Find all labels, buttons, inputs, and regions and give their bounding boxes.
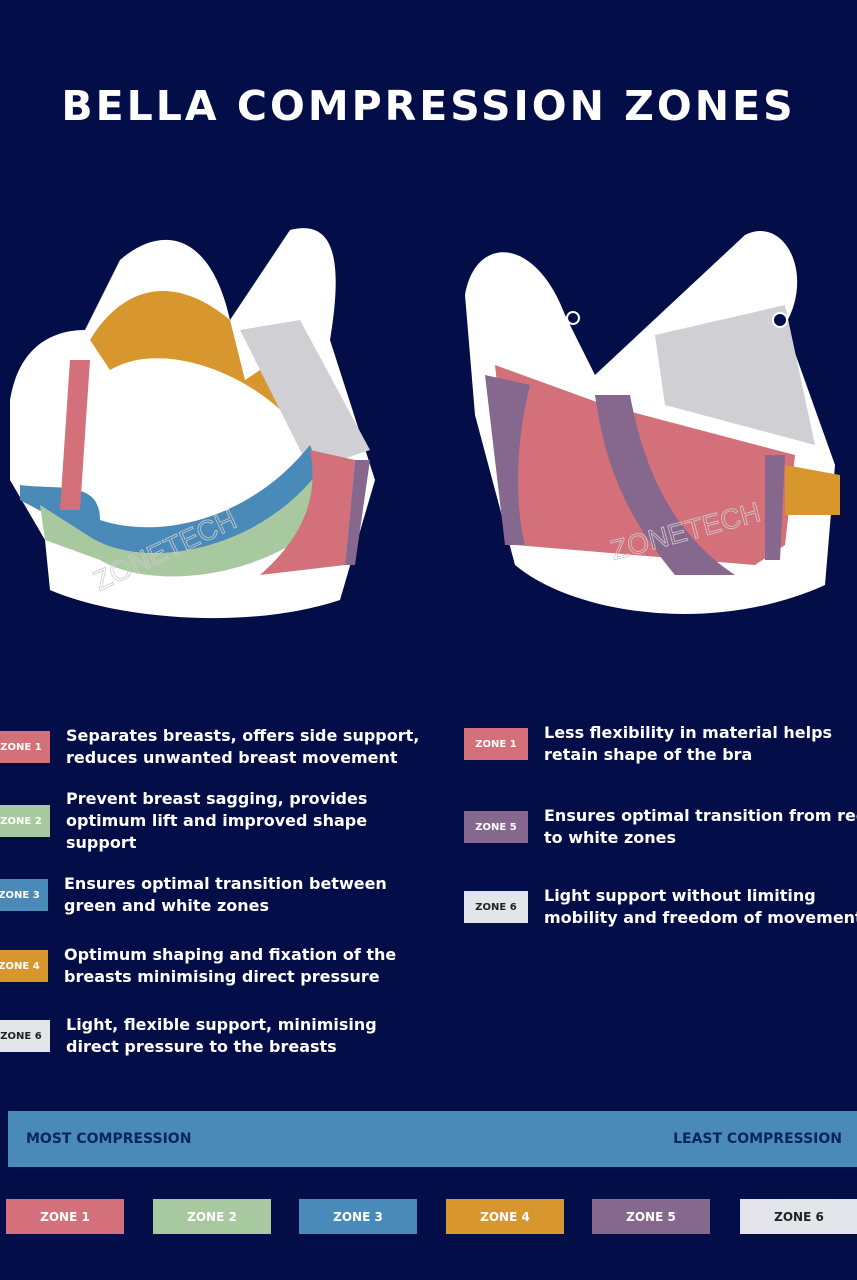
least-compression-label: LEAST COMPRESSION (673, 1131, 842, 1147)
compression-scale-bar: MOST COMPRESSION LEAST COMPRESSION (8, 1111, 857, 1167)
zone-description: Ensures optimal transition between green… (64, 874, 387, 915)
zone-badge: ZONE 1 (0, 731, 50, 763)
zone-chip-5: ZONE 5 (592, 1199, 710, 1234)
zone-description: Optimum shaping and fixation of the brea… (64, 945, 397, 986)
back-legend-item: ZONE 5 Ensures optimal transition from re… (464, 805, 857, 849)
zone-badge: ZONE 5 (464, 811, 528, 843)
front-legend-item: ZONE 2 Prevent breast sagging, provides o… (0, 788, 367, 854)
back-legend-item: ZONE 1 Less flexibility in material helps… (464, 722, 832, 766)
zone-description: Separates breasts, offers side support, … (66, 726, 420, 767)
back-legend-item: ZONE 6 Light support without limiting mob… (464, 885, 857, 929)
zone-description: Light, flexible support, minimising dire… (66, 1015, 377, 1056)
most-compression-label: MOST COMPRESSION (26, 1131, 192, 1147)
zone-chip-3: ZONE 3 (299, 1199, 417, 1234)
zone-chip-6: ZONE 6 (740, 1199, 857, 1234)
zone-description: Less flexibility in material helps retai… (544, 723, 833, 764)
front-legend-item: ZONE 4 Optimum shaping and fixation of th… (0, 944, 396, 988)
front-legend-item: ZONE 1 Separates breasts, offers side sup… (0, 725, 419, 769)
zone-badge: ZONE 4 (0, 950, 48, 982)
front-legend-item: ZONE 3 Ensures optimal transition between… (0, 873, 387, 917)
zone-badge: ZONE 6 (464, 891, 528, 923)
zone-chip-4: ZONE 4 (446, 1199, 564, 1234)
zone-badge: ZONE 1 (464, 728, 528, 760)
page-title: BELLA COMPRESSION ZONES (61, 82, 796, 130)
front-bra-illustration: ZONETECH (10, 228, 375, 619)
zone-description: Ensures optimal transition from red to w… (544, 806, 857, 847)
front-legend-item: ZONE 6 Light, flexible support, minimisin… (0, 1014, 377, 1058)
back-bra-illustration: ZONETECH (465, 231, 840, 614)
zone-badge: ZONE 6 (0, 1020, 50, 1052)
zone-description: Prevent breast sagging, provides optimum… (66, 789, 368, 852)
zone-chip-2: ZONE 2 (153, 1199, 271, 1234)
zone-badge: ZONE 3 (0, 879, 48, 911)
zone-description: Light support without limiting mobility … (544, 886, 857, 927)
zone-chip-1: ZONE 1 (6, 1199, 124, 1234)
zone-badge: ZONE 2 (0, 805, 50, 837)
